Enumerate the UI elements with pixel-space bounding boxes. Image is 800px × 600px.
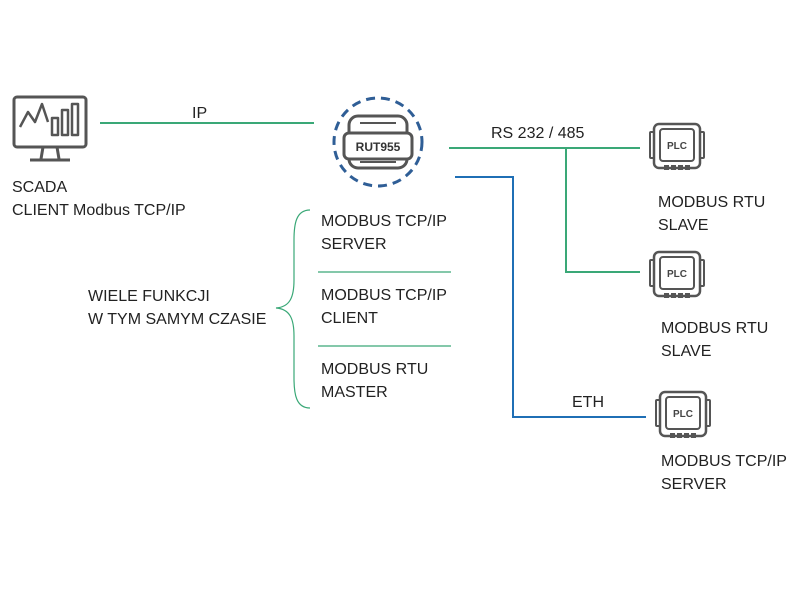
router-icon: RUT955 — [332, 96, 424, 188]
rs-branch-line — [565, 148, 640, 273]
function-item-line2: SERVER — [321, 236, 387, 253]
functions-group-label-line2: W TYM SAMYM CZASIE — [88, 311, 267, 328]
function-item-master: MODBUS RTU MASTER — [321, 358, 428, 404]
device-label-line2: SLAVE — [658, 217, 709, 234]
device-label-line2: SLAVE — [661, 343, 712, 360]
function-item-line1: MODBUS TCP/IP — [321, 287, 447, 304]
device-label-rtu-slave-1: MODBUS RTU SLAVE — [658, 191, 765, 237]
plc-icon: PLC — [649, 122, 705, 170]
ip-link-label: IP — [192, 105, 208, 122]
device-label-line1: MODBUS TCP/IP — [661, 453, 787, 470]
eth-link-label: ETH — [572, 394, 604, 411]
device-label-line1: MODBUS RTU — [661, 320, 769, 337]
function-item-line2: CLIENT — [321, 310, 378, 327]
function-item-server: MODBUS TCP/IP SERVER — [321, 210, 447, 256]
functions-brace — [275, 209, 311, 409]
plc-badge: PLC — [667, 141, 687, 152]
scada-label-line2: CLIENT Modbus TCP/IP — [12, 202, 186, 219]
scada-label-line1: SCADA — [12, 179, 68, 196]
router-label: RUT955 — [356, 140, 401, 154]
rs-link-label: RS 232 / 485 — [491, 125, 585, 142]
function-item-line2: MASTER — [321, 384, 388, 401]
plc-icon: PLC — [655, 390, 711, 438]
functions-group-label-line1: WIELE FUNKCJI — [88, 288, 210, 305]
plc-badge: PLC — [673, 409, 693, 420]
plc-icon: PLC — [649, 250, 705, 298]
function-item-line1: MODBUS RTU — [321, 361, 429, 378]
eth-link-line — [455, 176, 646, 418]
device-label-line2: SERVER — [661, 476, 727, 493]
device-label-rtu-slave-2: MODBUS RTU SLAVE — [661, 317, 768, 363]
device-label-line1: MODBUS RTU — [658, 194, 766, 211]
function-item-line1: MODBUS TCP/IP — [321, 213, 447, 230]
function-item-client: MODBUS TCP/IP CLIENT — [321, 284, 447, 330]
functions-group-label: WIELE FUNKCJI W TYM SAMYM CZASIE — [88, 285, 266, 331]
scada-label: SCADA CLIENT Modbus TCP/IP — [12, 176, 186, 222]
plc-badge: PLC — [667, 269, 687, 280]
monitor-chart-icon — [12, 95, 88, 162]
device-label-tcp-server: MODBUS TCP/IP SERVER — [661, 450, 787, 496]
